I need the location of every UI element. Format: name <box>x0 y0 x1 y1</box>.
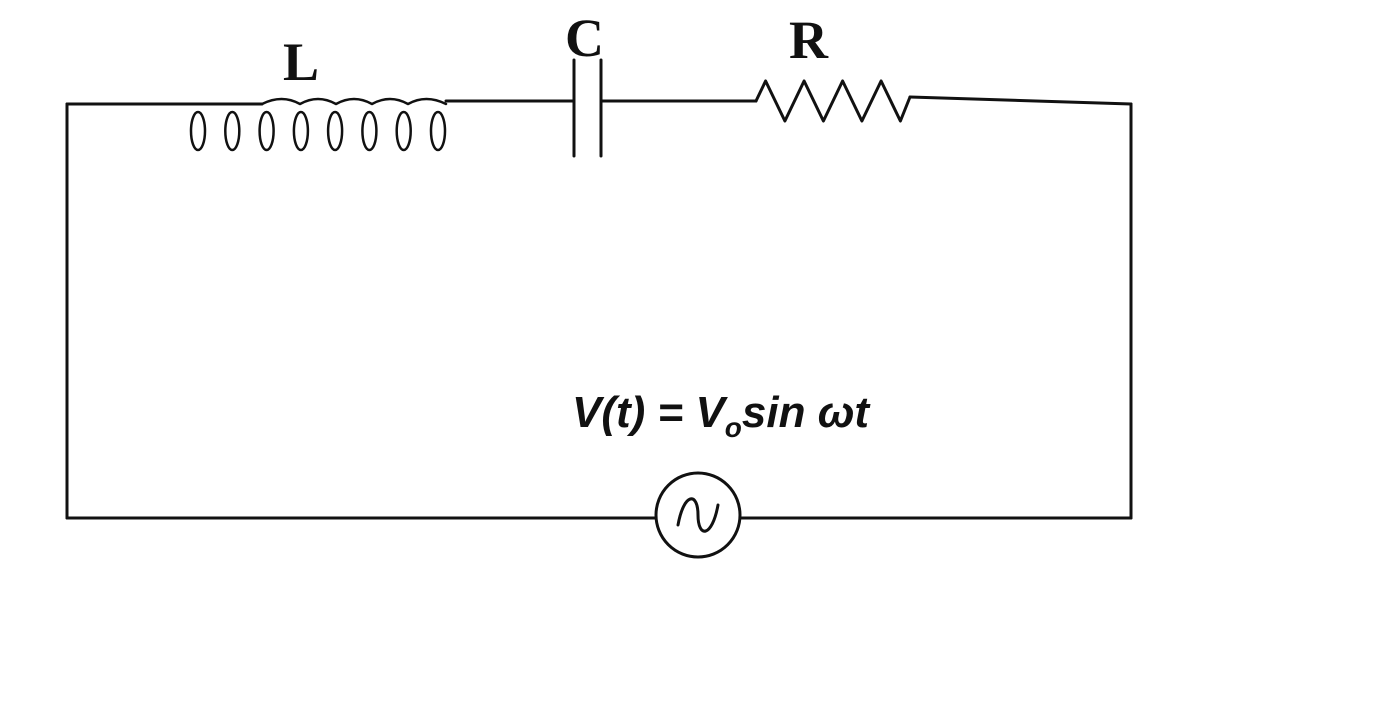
inductor-loop <box>189 110 207 152</box>
resistor <box>754 79 912 123</box>
circuit-wires <box>65 95 1133 520</box>
inductor-loop <box>292 110 310 152</box>
inductor <box>189 97 448 152</box>
equation-rhs: sin ωt <box>742 388 872 437</box>
ac-source-circle <box>654 471 742 559</box>
source-equation: V(t) = Vosin ωt <box>572 388 871 443</box>
ac-source <box>654 471 742 559</box>
resistor-zigzag <box>754 79 912 123</box>
equation-subscript: o <box>725 412 742 443</box>
inductor-loop <box>361 110 378 152</box>
sine-wave-icon <box>676 497 720 533</box>
inductor-upper-arcs <box>260 97 448 106</box>
inductor-loop <box>326 110 344 152</box>
inductor-loop <box>395 110 412 152</box>
inductor-loop <box>258 110 275 152</box>
capacitor <box>572 58 603 158</box>
inductor-loops <box>189 110 447 152</box>
resistor-label: R <box>789 10 829 70</box>
capacitor-label: C <box>565 8 604 68</box>
inductor-label: L <box>283 32 319 92</box>
inductor-loop <box>429 110 447 152</box>
equation-lhs: V(t) = V <box>572 388 728 437</box>
resistor-to-right-wire <box>908 95 1133 106</box>
inductor-loop <box>224 110 241 152</box>
